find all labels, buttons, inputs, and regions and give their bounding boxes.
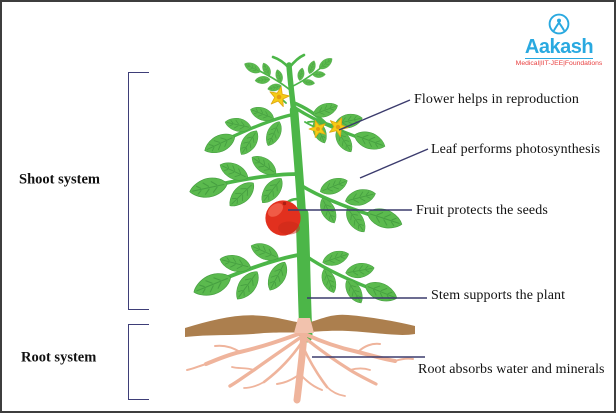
fruit-callout-label: Fruit protects the seeds [416, 203, 548, 218]
flower-icons [267, 84, 352, 140]
root-system-label: Root system [21, 349, 97, 366]
leaf-callout-line [359, 148, 429, 179]
brand-name: Aakash [524, 36, 594, 59]
tomato-fruit-icon [265, 197, 301, 236]
plant-roots [186, 323, 414, 404]
flower-callout-label: Flower helps in reproduction [414, 92, 579, 107]
root-system-bracket [128, 324, 149, 400]
root-collar [294, 318, 314, 333]
callout-lines [288, 99, 429, 358]
flower-callout-line [338, 99, 411, 131]
brand-person-icon [548, 13, 570, 35]
shoot-system-bracket [128, 72, 149, 310]
stem-callout-label: Stem supports the plant [431, 288, 566, 303]
root-callout-label: Root absorbs water and minerals [418, 362, 605, 377]
brand-logo: Aakash Medical|IIT-JEE|Foundations [511, 12, 607, 68]
leaf-callout-label: Leaf performs photosynthesis [431, 142, 601, 157]
shoot-system-label: Shoot system [19, 171, 100, 188]
brand-tagline: Medical|IIT-JEE|Foundations [515, 60, 603, 67]
